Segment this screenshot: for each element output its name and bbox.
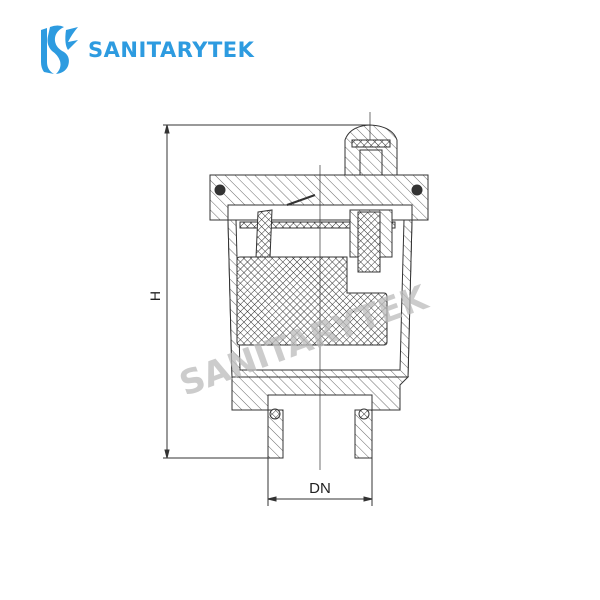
height-label: H: [147, 291, 163, 301]
brand-logo: SANITARYTEK: [38, 24, 254, 76]
dn-label: DN: [309, 480, 331, 497]
sanitarytek-logo-icon: [41, 25, 78, 74]
o-ring-right: [411, 184, 423, 196]
o-ring-left: [214, 184, 226, 196]
float: [236, 256, 388, 346]
cap-seal: [351, 139, 391, 148]
gasket: [239, 221, 396, 229]
valve-plunger: [357, 211, 381, 273]
float-arm: [255, 209, 273, 259]
brand-name: SANITARYTEK: [88, 38, 255, 62]
top-cover: [209, 174, 429, 221]
